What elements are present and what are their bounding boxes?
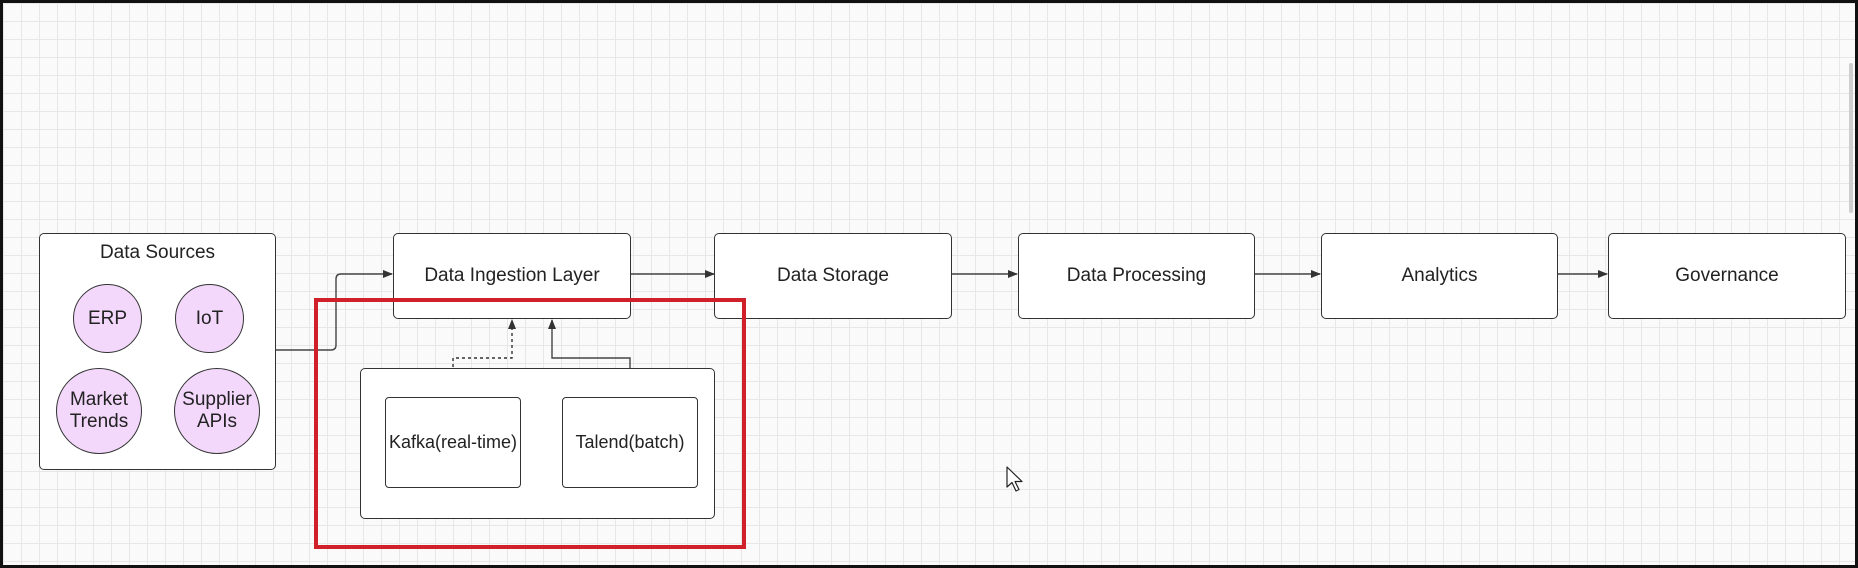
source-erp[interactable]: ERP <box>73 284 142 353</box>
mouse-cursor-icon <box>1006 466 1026 494</box>
node-data-processing[interactable]: Data Processing <box>1018 233 1255 319</box>
node-talend-batch[interactable]: Talend(batch) <box>562 397 698 488</box>
node-analytics[interactable]: Analytics <box>1321 233 1558 319</box>
vertical-scrollbar[interactable] <box>1849 63 1853 213</box>
source-iot[interactable]: IoT <box>175 284 244 353</box>
selection-highlight-box <box>314 298 746 549</box>
node-governance[interactable]: Governance <box>1608 233 1846 319</box>
node-data-storage[interactable]: Data Storage <box>714 233 952 319</box>
source-supplier-apis[interactable]: Supplier APIs <box>174 368 260 454</box>
node-kafka-realtime[interactable]: Kafka(real-time) <box>385 397 521 488</box>
edge-sources-to-ingestion[interactable] <box>276 270 393 351</box>
source-market-trends[interactable]: Market Trends <box>56 368 142 454</box>
data-sources-title: Data Sources <box>99 242 216 263</box>
node-data-ingestion-layer[interactable]: Data Ingestion Layer <box>393 233 631 319</box>
